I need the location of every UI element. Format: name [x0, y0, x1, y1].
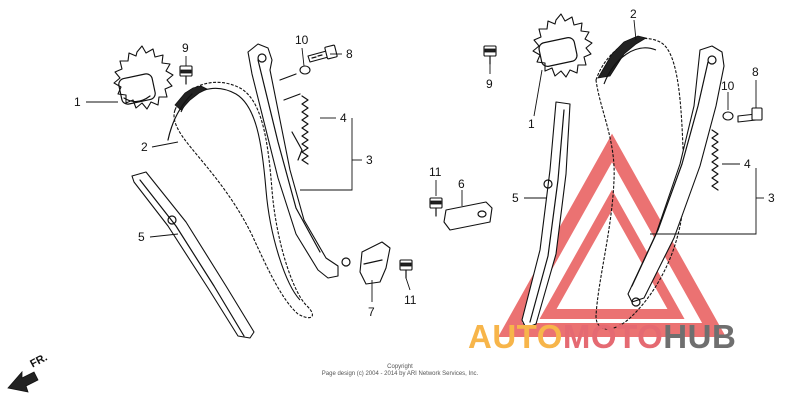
watermark-logo-text: AUTOMOTOHUB	[468, 318, 736, 358]
front-direction-arrow-icon	[7, 370, 39, 393]
bracket-6	[443, 201, 493, 231]
label-left-3: 3	[366, 153, 373, 167]
bolt-11-upper	[429, 197, 443, 217]
cam-sprocket-left	[113, 45, 174, 110]
cam-chain-right	[595, 35, 685, 330]
copyright-line-1: Copyright	[387, 364, 413, 370]
copyright-notice: Copyright Page design (c) 2004 - 2014 by…	[300, 364, 500, 378]
bolt-9-right	[483, 45, 497, 65]
label-right-2: 2	[630, 7, 637, 21]
label-left-10: 10	[295, 33, 309, 47]
label-left-5: 5	[138, 230, 145, 244]
label-left-1: 1	[74, 95, 81, 109]
chain-guide-right	[521, 101, 571, 329]
label-right-3: 3	[768, 191, 775, 205]
cam-chain-left	[167, 81, 313, 319]
bolt-8-left	[307, 44, 338, 63]
label-middle-11: 11	[429, 165, 442, 179]
label-right-10: 10	[721, 79, 735, 93]
label-left-8: 8	[346, 47, 353, 61]
bolt-9-left	[179, 65, 193, 85]
label-right-4: 4	[744, 157, 751, 171]
label-middle-6: 6	[458, 177, 465, 191]
chain-tensioner-right	[627, 45, 725, 307]
tensioner-spring-left	[291, 95, 309, 165]
label-right-5: 5	[512, 191, 519, 205]
label-left-11: 11	[404, 293, 417, 307]
copyright-line-2: Page design (c) 2004 - 2014 by ARI Netwo…	[321, 371, 479, 377]
part-number-labels: 1 2 3 4 5 7 8 9 10 11 6 11 1 2 3 4 5 8 9…	[74, 7, 775, 319]
washer-10-right	[722, 111, 734, 121]
label-right-1: 1	[528, 117, 535, 131]
label-left-4: 4	[340, 111, 347, 125]
label-left-7: 7	[368, 305, 375, 319]
chain-tensioner-left	[247, 43, 351, 279]
label-left-9: 9	[182, 41, 189, 55]
watermark-hub: HUB	[663, 318, 737, 355]
watermark-moto: MOTO	[562, 318, 664, 355]
washer-10-left	[299, 65, 311, 75]
label-right-9: 9	[486, 77, 493, 91]
cam-sprocket-right	[532, 13, 593, 78]
tensioner-spring-right	[711, 129, 719, 191]
chain-guide-left	[131, 171, 255, 339]
watermark-auto: AUTO	[468, 318, 563, 355]
guide-bracket-7	[359, 241, 391, 285]
bolt-11-lower	[399, 259, 413, 279]
bolt-8-right	[737, 107, 763, 123]
label-right-8: 8	[752, 65, 759, 79]
label-left-2: 2	[141, 140, 148, 154]
leader-lines	[86, 19, 764, 302]
